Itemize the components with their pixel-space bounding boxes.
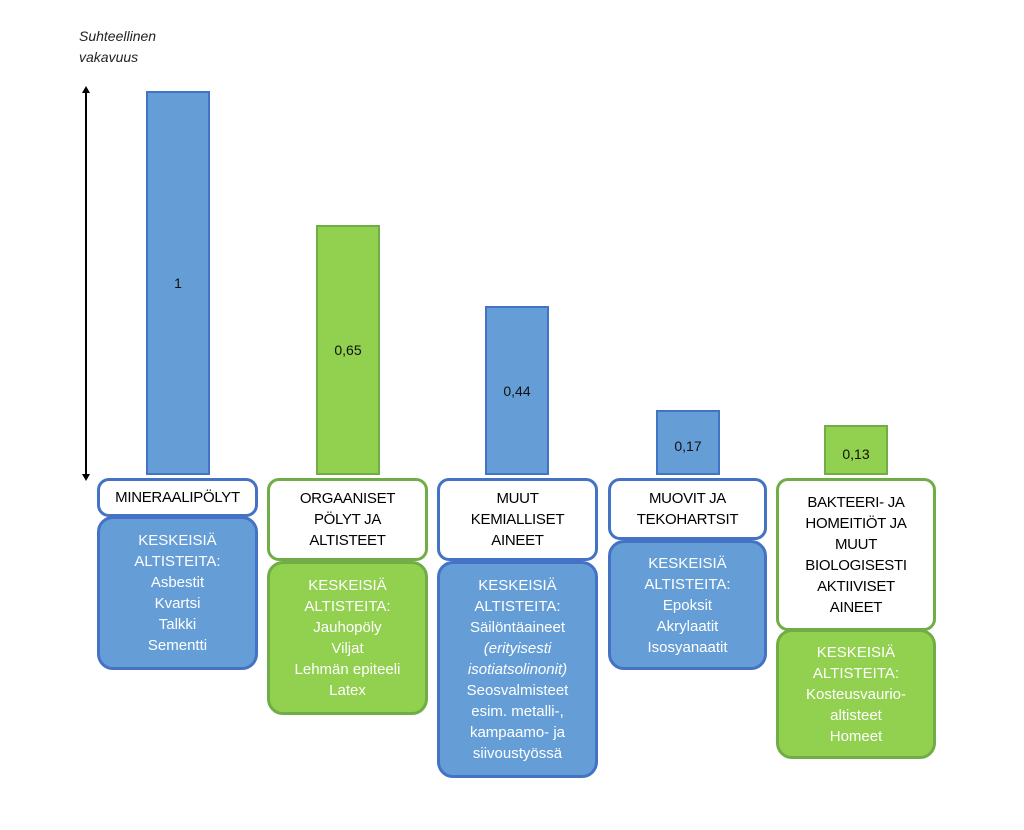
exposure-item: Viljat xyxy=(331,640,364,657)
category-label: MUUT KEMIALLISET AINEET xyxy=(470,490,565,549)
category-label-box: BAKTEERI- JA HOMEITIÖT JA MUUT BIOLOGISE… xyxy=(776,478,936,631)
exposure-item: Seosvalmisteet xyxy=(466,682,569,699)
exposure-item: Epoksit xyxy=(662,596,713,614)
exposure-item: esim. metalli-, xyxy=(471,703,564,720)
bar-5 xyxy=(824,425,888,475)
category-label: MUOVIT JA TEKOHARTSIT xyxy=(636,490,739,528)
y-axis-line xyxy=(85,91,87,475)
exposure-item: Homeet xyxy=(829,727,883,745)
exposures-title: KESKEISIÄ ALTISTEITA: xyxy=(474,577,561,615)
exposure-item: Asbestit xyxy=(150,574,205,591)
exposure-item: kampaamo- ja xyxy=(469,724,566,741)
bar-3 xyxy=(485,306,549,475)
exposure-item: Sementti xyxy=(147,637,208,654)
category-label-box: ORGAANISET PÖLYT JA ALTISTEET xyxy=(267,478,428,561)
bar-1 xyxy=(146,91,210,475)
category-label-box: MINERAALIPÖLYT xyxy=(97,478,258,517)
exposures-title: KESKEISIÄ ALTISTEITA: xyxy=(812,643,900,682)
exposure-item: isotiatsolinonit) xyxy=(467,661,568,678)
exposure-item: Jauhopöly xyxy=(313,619,382,636)
category-label: MINERAALIPÖLYT xyxy=(115,489,240,506)
y-axis-arrow-top-icon xyxy=(82,86,90,93)
exposure-item: (erityisesti xyxy=(483,640,552,657)
category-label-box: MUOVIT JA TEKOHARTSIT xyxy=(608,478,767,540)
category-label: BAKTEERI- JA HOMEITIÖT JA MUUT BIOLOGISE… xyxy=(805,493,907,616)
exposure-item: Isosyanaatit xyxy=(647,638,728,656)
category-label-box: MUUT KEMIALLISET AINEET xyxy=(437,478,598,561)
bar-value-label: 0,65 xyxy=(334,342,362,359)
exposures-title: KESKEISIÄ ALTISTEITA: xyxy=(134,532,221,570)
category-label: ORGAANISET PÖLYT JA ALTISTEET xyxy=(299,490,396,549)
exposure-item: Talkki xyxy=(158,616,197,633)
bar-4 xyxy=(656,409,720,475)
exposure-item: Lehmän epiteeli xyxy=(294,661,401,678)
bar-value-label: 0,13 xyxy=(842,446,870,463)
exposure-item: Säilöntäaineet xyxy=(469,619,566,636)
y-axis-arrow-bottom-icon xyxy=(82,474,90,481)
exposures-title: KESKEISIÄ ALTISTEITA: xyxy=(304,577,391,615)
bar-value-label: 0,17 xyxy=(674,438,702,455)
bar-2 xyxy=(316,225,380,475)
bar-value-label: 1 xyxy=(174,275,182,291)
exposure-item: altisteet xyxy=(830,706,882,724)
exposures-box: KESKEISIÄ ALTISTEITA: Säilöntäaineet (erit… xyxy=(437,561,598,778)
bar-value-label: 0,44 xyxy=(503,382,531,399)
y-axis-title: Suhteellinen vakavuus xyxy=(79,28,157,65)
exposure-item: Kvartsi xyxy=(154,595,201,612)
exposure-item: siivoustyössä xyxy=(472,745,563,762)
exposure-item: Latex xyxy=(329,682,366,699)
exposure-item: Kosteusvaurio- xyxy=(805,685,907,703)
exposure-item: Akrylaatit xyxy=(656,617,719,635)
exposures-title: KESKEISIÄ ALTISTEITA: xyxy=(644,554,731,593)
exposures-box: KESKEISIÄ ALTISTEITA: Kosteusvaurio-altis… xyxy=(776,629,936,759)
